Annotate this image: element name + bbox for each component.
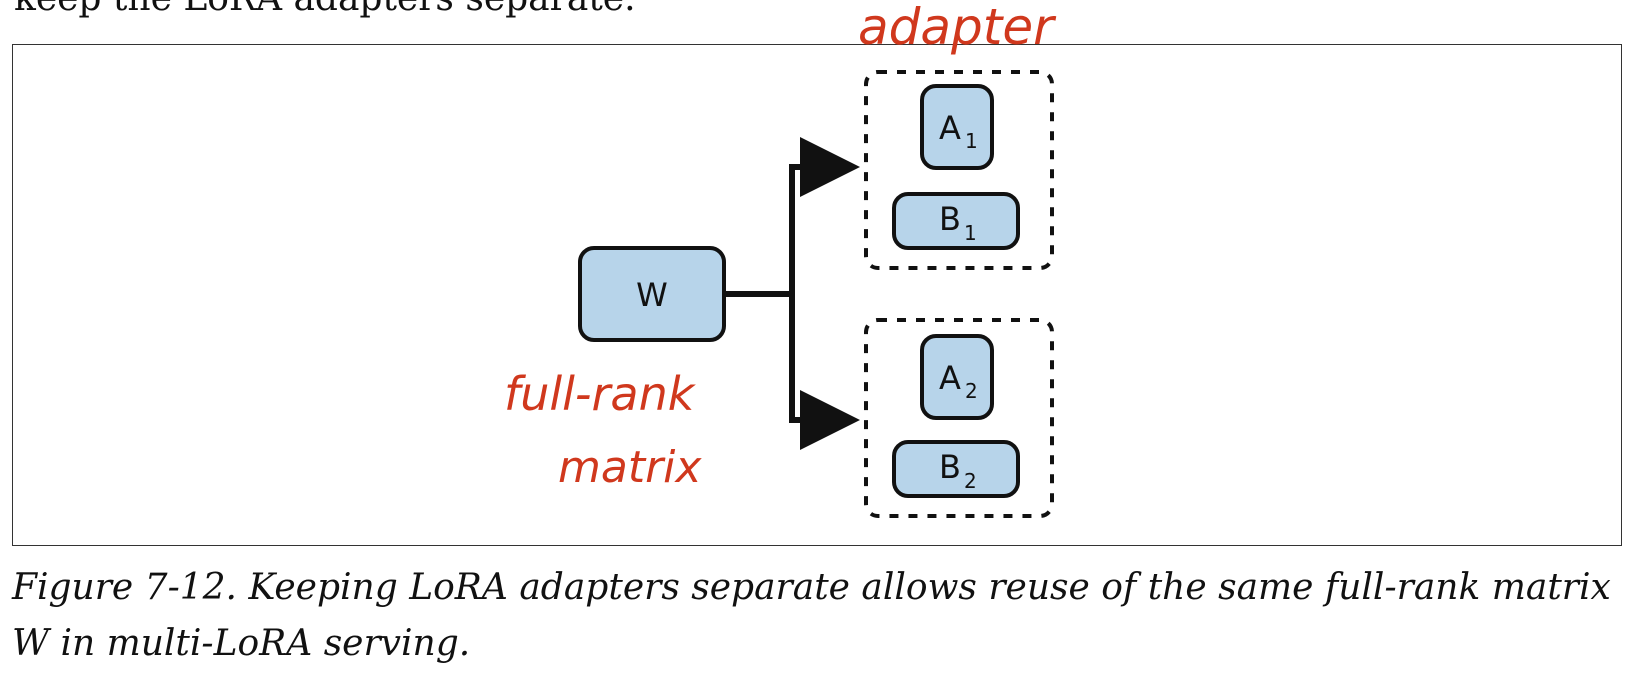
- w-label: W: [636, 276, 668, 314]
- a2-box: [920, 334, 994, 420]
- adapter-group-2: [864, 318, 1054, 518]
- a1-subscript: 1: [965, 129, 978, 153]
- b2-box: [892, 440, 1020, 498]
- adapter-group-1: [864, 70, 1054, 270]
- a2-label: A: [939, 359, 961, 397]
- a1-label: A: [939, 109, 961, 147]
- figure-frame: [12, 44, 1622, 546]
- a2-subscript: 2: [965, 379, 978, 403]
- figure-caption: Figure 7-12. Keeping LoRA adapters separ…: [12, 567, 1611, 664]
- b1-label: B: [939, 200, 961, 238]
- b2-subscript: 2: [964, 469, 977, 493]
- top-text-fragment: keep the LoRA adapters separate.: [14, 0, 636, 19]
- b2-label: B: [939, 448, 961, 486]
- b1-box: [892, 192, 1020, 250]
- annotation-adapter: adapter: [858, 0, 1057, 56]
- b1-subscript: 1: [964, 221, 977, 245]
- a1-box: [920, 84, 994, 170]
- annotation-matrix: matrix: [558, 442, 702, 493]
- annotation-full-rank: full-rank: [504, 367, 697, 421]
- lora-diagram: adapter W A 1 B 1 A 2 B 2 full-rank matr…: [504, 0, 1057, 518]
